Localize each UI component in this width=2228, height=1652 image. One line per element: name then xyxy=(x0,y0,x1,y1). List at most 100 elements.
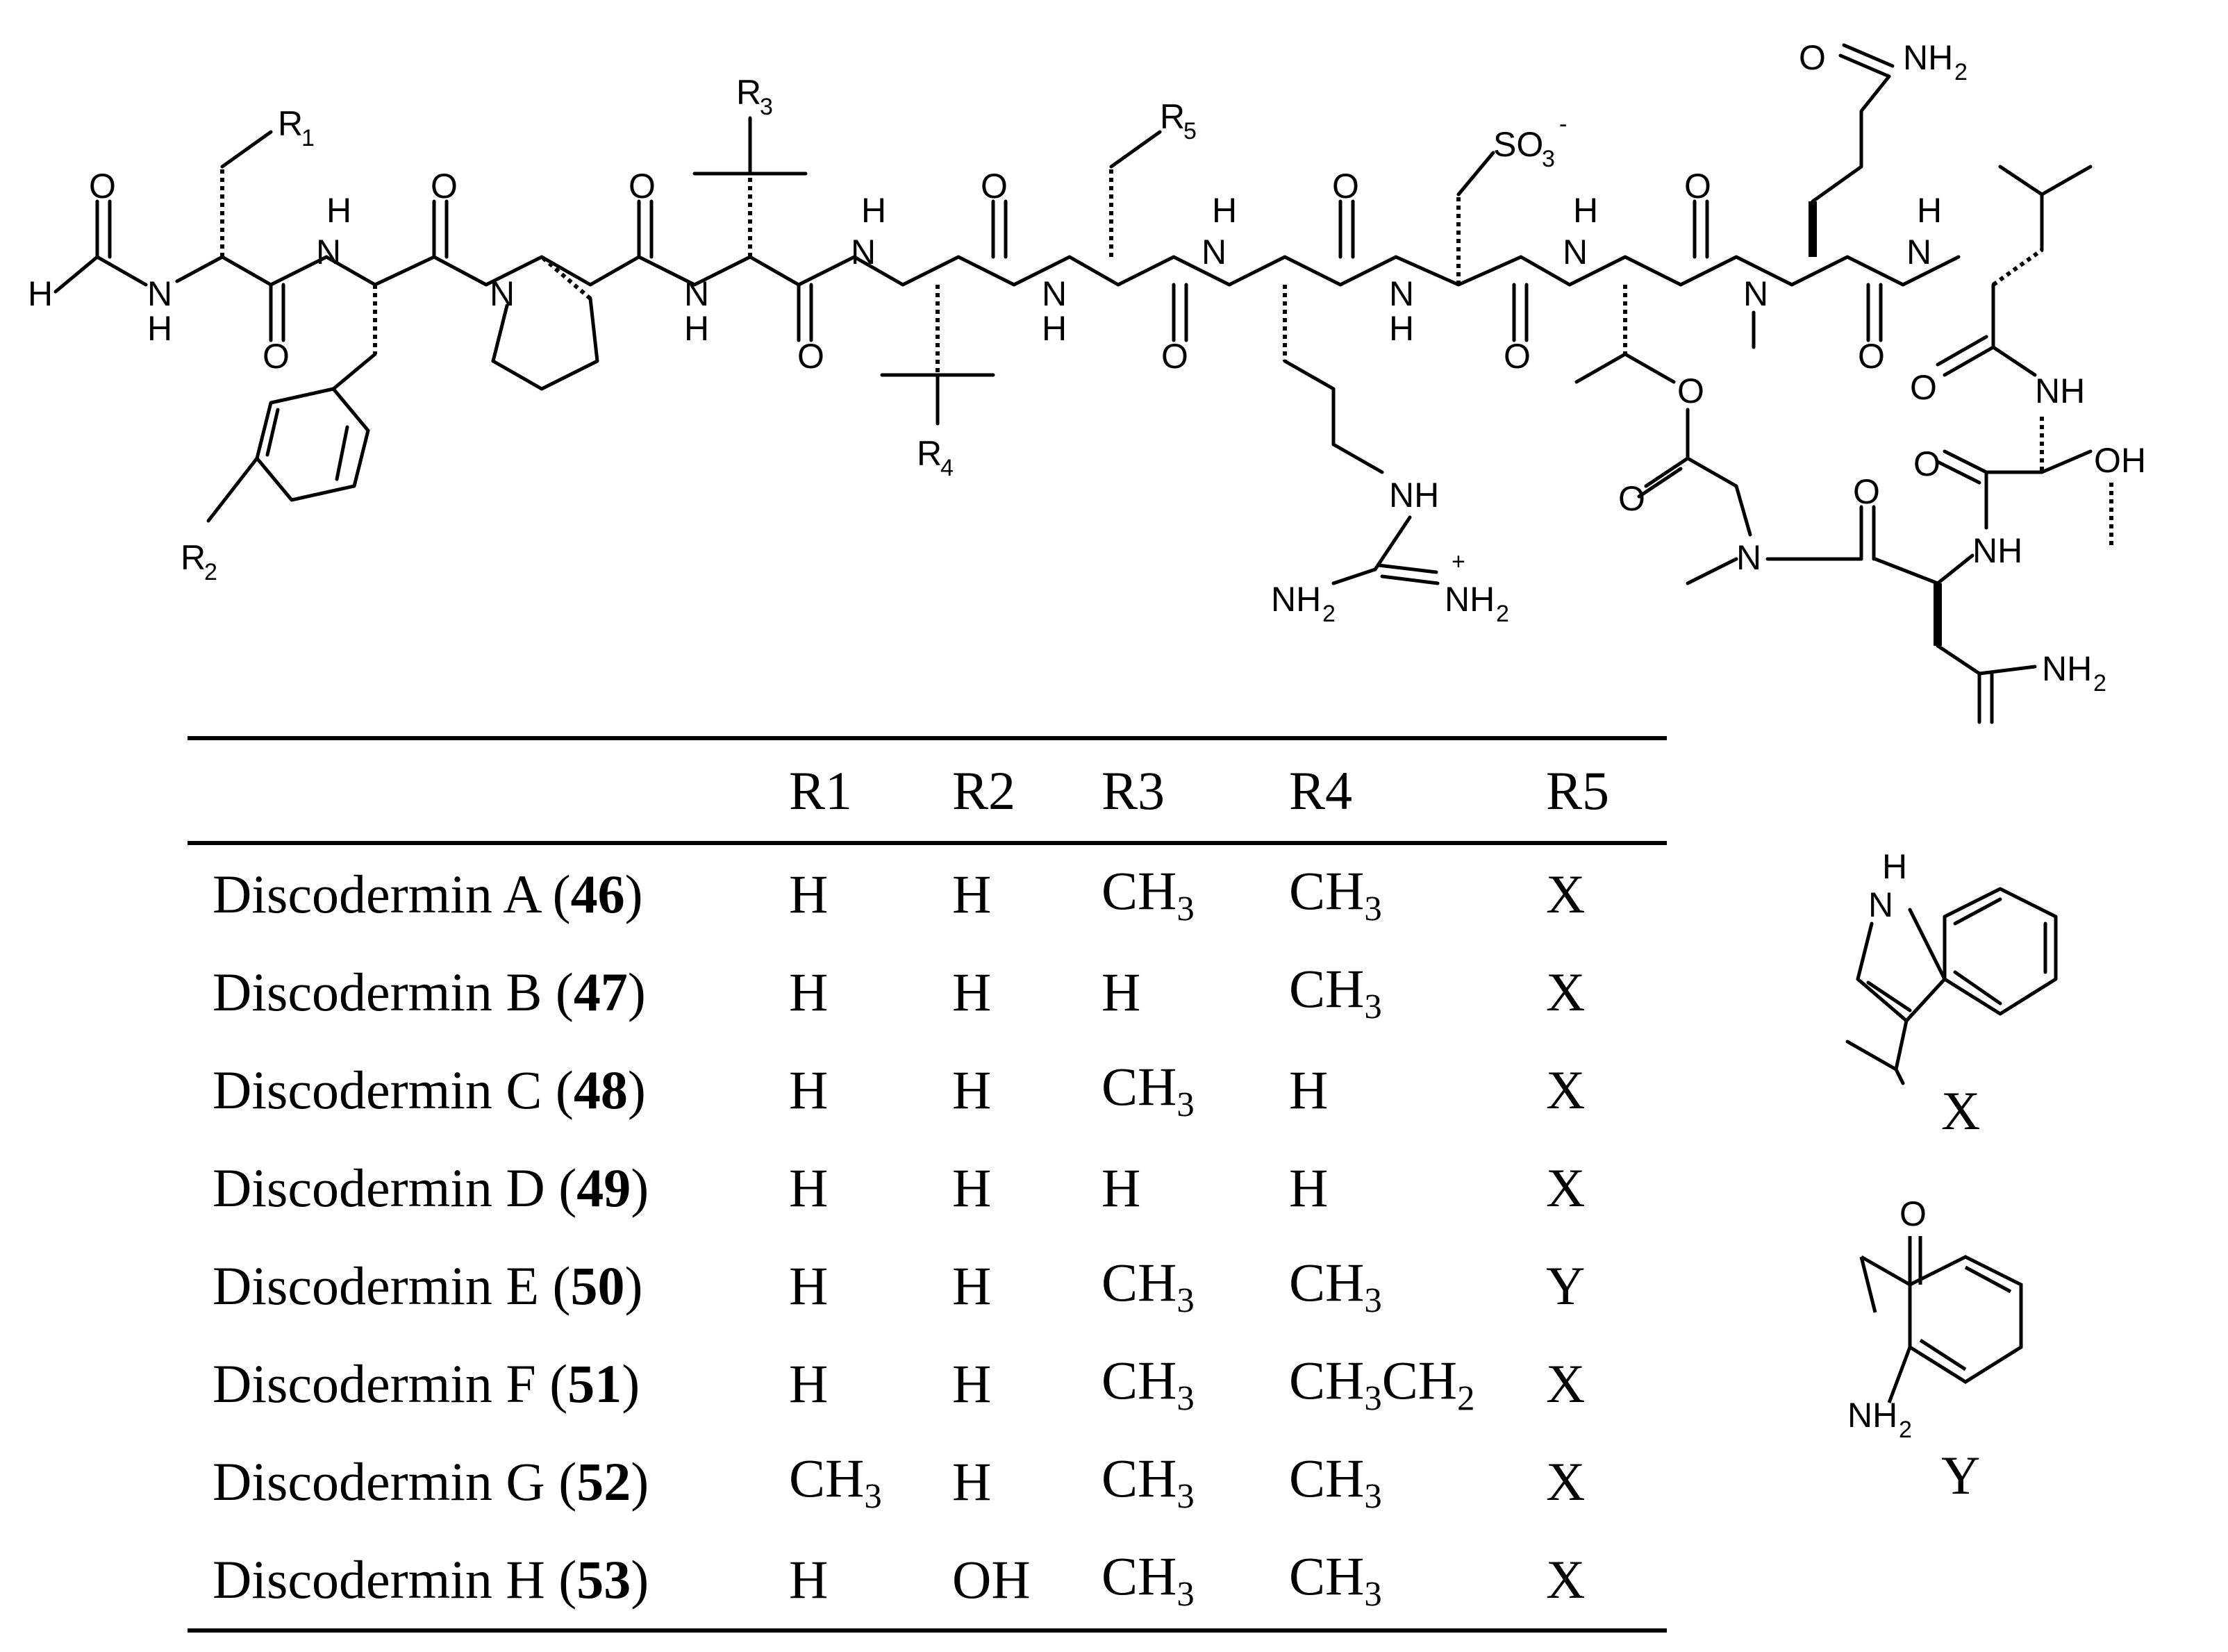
compound-name: Discodermin F (51) xyxy=(188,1335,789,1433)
compound-number: 48 xyxy=(573,1059,628,1120)
atom-n: N xyxy=(851,233,876,272)
side-chain-r3: R 3 xyxy=(692,73,808,257)
substituent-y-label: Y xyxy=(1941,1445,1981,1505)
atom-nh2-sub: 2 xyxy=(1322,601,1336,627)
compound-name: Discodermin D (49) xyxy=(188,1139,789,1237)
compound-name-close: ) xyxy=(624,1255,643,1316)
atom-o: O xyxy=(1899,1194,1927,1233)
atom-nh2-sub: 2 xyxy=(1899,1417,1912,1443)
compound-name-text: Discodermin H ( xyxy=(213,1549,577,1610)
atom-so3-charge: - xyxy=(1559,111,1567,137)
threonine-ester: O O N O xyxy=(1574,285,1880,585)
atom-o: O xyxy=(1504,337,1531,376)
compound-name: Discodermin C (48) xyxy=(188,1041,789,1139)
cell-r5: X xyxy=(1546,1059,1586,1120)
atom-h: H xyxy=(684,309,709,348)
atom-o: O xyxy=(1799,38,1826,77)
compound-number: 50 xyxy=(570,1255,625,1316)
atom-n: N xyxy=(1563,233,1588,272)
cell-r4: CH3 xyxy=(1289,958,1382,1026)
r5-sub: 5 xyxy=(1183,118,1197,144)
compound-name: Discodermin H (53) xyxy=(188,1530,789,1630)
atom-o: O xyxy=(1913,444,1940,483)
cell-r1: H xyxy=(789,1255,829,1316)
atom-o: O xyxy=(629,167,656,206)
cell-r3: H xyxy=(1101,1157,1141,1218)
compound-name: Discodermin E (50) xyxy=(188,1237,789,1335)
header-r1: R1 xyxy=(789,760,853,821)
atom-n: N xyxy=(1736,538,1761,577)
atom-h: H xyxy=(1042,309,1067,348)
compound-name-text: Discodermin A ( xyxy=(213,863,571,924)
atom-h: H xyxy=(1212,191,1237,230)
compound-name-text: Discodermin D ( xyxy=(213,1157,577,1218)
substituent-y-structure: O NH 2 xyxy=(1847,1194,2023,1443)
atom-nh2: NH xyxy=(1271,580,1321,619)
cell-r5: X xyxy=(1546,1157,1586,1218)
cell-r5: X xyxy=(1546,961,1586,1022)
leucine-side-chain: O NH xyxy=(1910,165,2093,410)
compound-number: 47 xyxy=(573,961,628,1022)
cell-r2: H xyxy=(952,1059,992,1120)
compound-name: Discodermin B (47) xyxy=(188,943,789,1041)
compound-name-text: Discodermin C ( xyxy=(213,1059,574,1120)
atom-nh: NH xyxy=(1972,531,2022,570)
discodermin-structure: H O N H O O O O O O O O O O H N xyxy=(28,38,2146,724)
glutamine-side-chain: O NH 2 xyxy=(1799,38,1968,257)
charge-plus: + xyxy=(1452,549,1465,575)
compound-number: 52 xyxy=(576,1451,631,1512)
cell-r1: H xyxy=(789,863,829,924)
atom-nh2-sub: 2 xyxy=(1954,59,1968,85)
carbonyl-groups: O O O O O O O O O O xyxy=(263,167,1885,376)
r3-label: R xyxy=(736,73,761,112)
compound-name-close: ) xyxy=(627,961,646,1022)
r4-sub: 4 xyxy=(940,455,954,481)
compound-name-text: Discodermin B ( xyxy=(213,961,574,1022)
atom-h: H xyxy=(326,191,351,230)
cell-r1: H xyxy=(789,1353,829,1414)
atom-nh2: NH xyxy=(1445,580,1495,619)
cell-r1: CH3 xyxy=(789,1447,882,1516)
atom-o: O xyxy=(1684,167,1711,206)
cell-r2: OH xyxy=(952,1549,1031,1610)
r1-label: R xyxy=(278,104,303,143)
atom-nh2: NH xyxy=(1903,38,1953,77)
r3-sub: 3 xyxy=(760,94,773,120)
header-r3: R3 xyxy=(1101,760,1165,821)
cell-r2: H xyxy=(952,1451,992,1512)
atom-h: H xyxy=(1917,191,1942,230)
atom-h: H xyxy=(1882,847,1907,886)
side-chain-r1: R 1 xyxy=(220,104,315,257)
compound-name: Discodermin A (46) xyxy=(188,843,789,943)
cell-r2: H xyxy=(952,1157,992,1218)
cell-r4: H xyxy=(1289,1157,1329,1218)
compound-name-close: ) xyxy=(631,1157,649,1218)
r5-label: R xyxy=(1160,97,1185,136)
side-chain-r5: R 5 xyxy=(1109,97,1197,257)
atom-o: O xyxy=(431,167,458,206)
header-compound xyxy=(188,738,789,843)
atom-nh2: NH xyxy=(2042,649,2092,688)
atom-o: O xyxy=(1161,337,1188,376)
atom-o: O xyxy=(1853,472,1880,511)
atom-o: O xyxy=(1677,372,1704,410)
cell-r2: H xyxy=(952,1353,992,1414)
atom-h: H xyxy=(28,274,53,313)
atom-o: O xyxy=(1618,479,1645,518)
cell-r5: X xyxy=(1546,863,1586,924)
header-r2: R2 xyxy=(952,760,1016,821)
cell-r2: H xyxy=(952,1255,992,1316)
header-r4: R4 xyxy=(1289,760,1353,821)
compound-number: 51 xyxy=(567,1353,622,1414)
cell-r2: H xyxy=(952,863,992,924)
r4-label: R xyxy=(917,434,942,473)
atom-n: N xyxy=(1743,274,1768,313)
cell-r3: CH3 xyxy=(1101,1349,1195,1418)
